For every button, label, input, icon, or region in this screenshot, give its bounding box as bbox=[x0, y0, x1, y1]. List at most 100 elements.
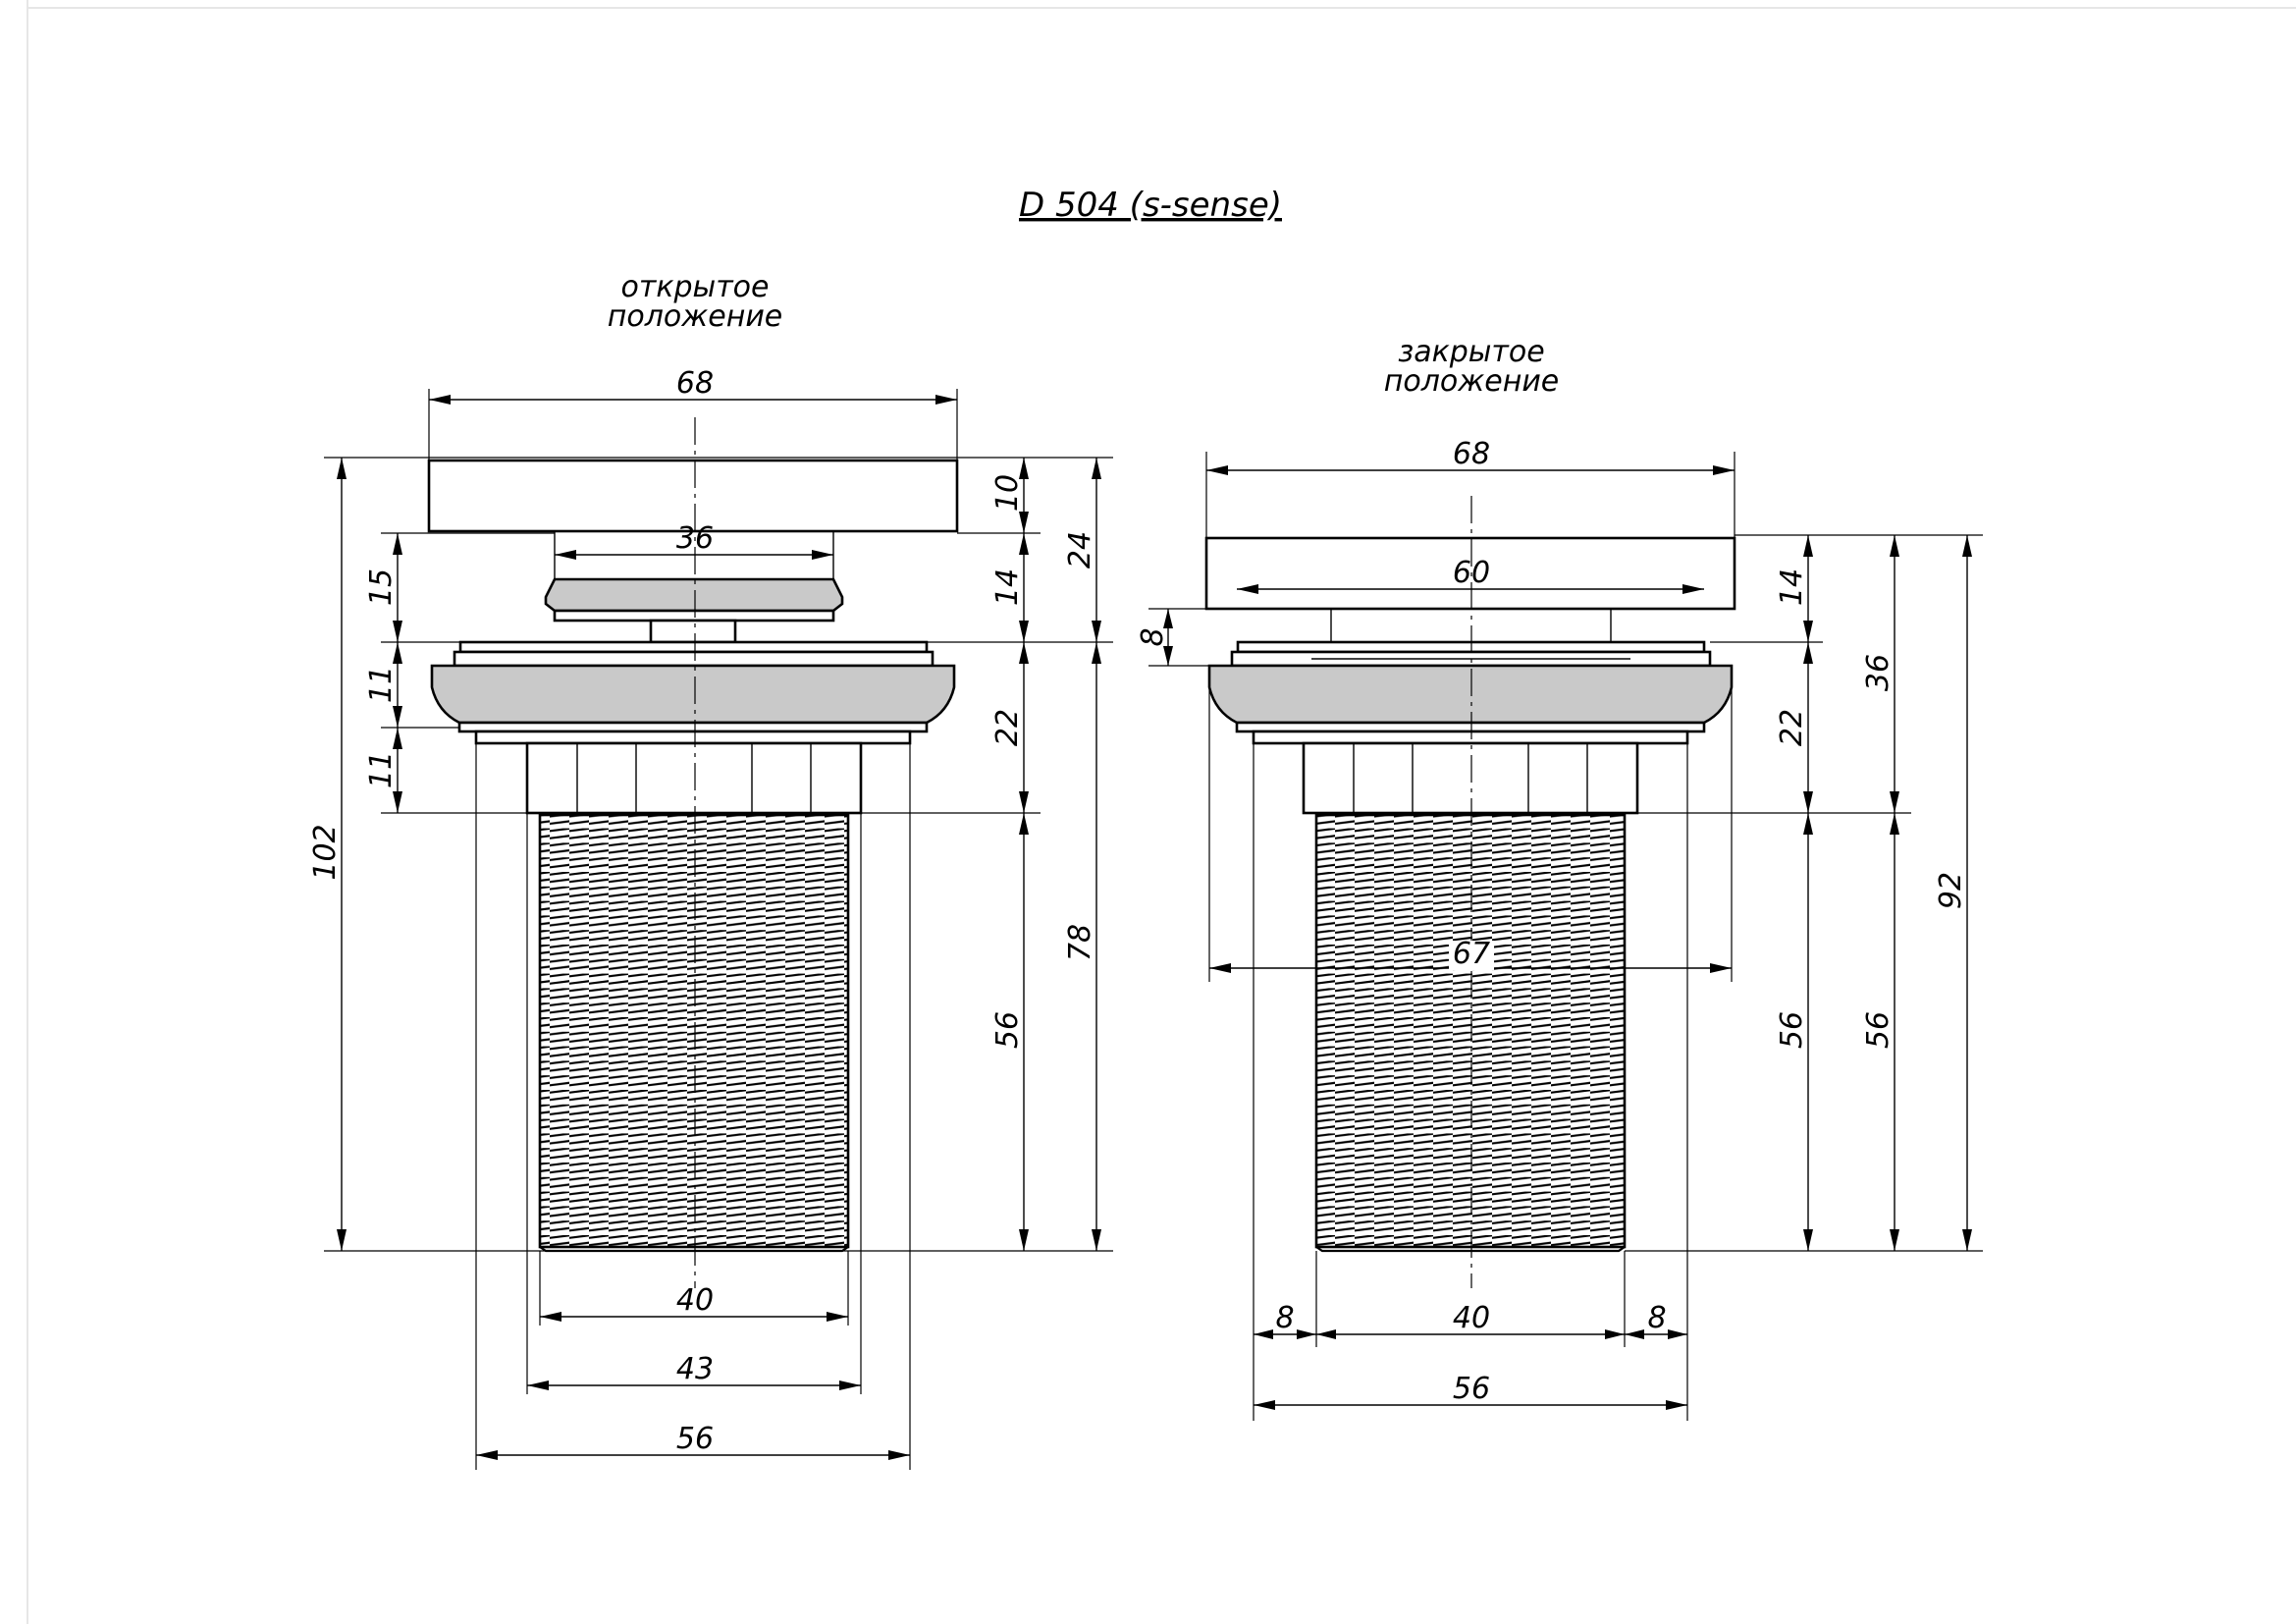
closed-dim-67-background bbox=[1449, 941, 1494, 970]
open-arrow bbox=[429, 395, 451, 405]
open-dim-cap-height: 10 bbox=[990, 474, 1025, 512]
closed-lower-ring bbox=[1235, 721, 1706, 733]
closed-dim-thread-height-1: 56 bbox=[1775, 1011, 1809, 1049]
closed-nut bbox=[1302, 741, 1639, 815]
open-flange-ring bbox=[453, 650, 934, 668]
closed-arrow bbox=[1297, 1329, 1316, 1339]
closed-arrow bbox=[1803, 621, 1813, 642]
open-flange-ring bbox=[458, 640, 929, 654]
closed-arrow bbox=[1803, 813, 1813, 835]
closed-arrow bbox=[1682, 584, 1704, 594]
open-view-label-line1: открытое bbox=[621, 270, 770, 304]
open-dim-flange-height-2: 11 bbox=[364, 751, 399, 788]
open-arrow bbox=[812, 550, 833, 560]
open-cap bbox=[427, 459, 959, 533]
closed-arrow bbox=[1890, 1229, 1899, 1251]
closed-thread-body bbox=[1314, 813, 1627, 1249]
open-dim-thread-height: 56 bbox=[990, 1011, 1025, 1049]
open-arrow bbox=[1092, 1229, 1101, 1251]
open-arrow bbox=[839, 1380, 861, 1390]
open-dim-top-height: 24 bbox=[1063, 531, 1097, 568]
closed-dim-cap-width: 68 bbox=[1453, 437, 1490, 471]
open-dim-thread-dia: 40 bbox=[676, 1283, 714, 1318]
open-arrow bbox=[1019, 458, 1029, 479]
closed-dim-plug-gap: 8 bbox=[1136, 627, 1170, 646]
closed-position-view: закрытое положение bbox=[1136, 335, 1983, 1421]
open-arrow bbox=[888, 1450, 910, 1460]
open-dim-flange-total: 22 bbox=[990, 709, 1025, 746]
open-arrow bbox=[1019, 1229, 1029, 1251]
closed-dim-bottom-dia: 56 bbox=[1453, 1372, 1490, 1406]
open-nut bbox=[525, 741, 863, 815]
closed-arrow bbox=[1666, 1400, 1687, 1410]
open-dim-nut-dia: 43 bbox=[676, 1352, 714, 1386]
open-arrow bbox=[527, 1380, 549, 1390]
closed-dim-flange-total: 22 bbox=[1775, 709, 1809, 746]
open-position-view: открытое положение bbox=[308, 270, 1113, 1470]
closed-arrow bbox=[1890, 813, 1899, 835]
closed-view-label-line1: закрытое bbox=[1398, 335, 1544, 369]
open-arrow bbox=[393, 533, 402, 555]
closed-arrow bbox=[1209, 963, 1231, 973]
open-seal-base bbox=[553, 609, 835, 623]
closed-arrow bbox=[1254, 1400, 1275, 1410]
closed-arrow bbox=[1803, 1229, 1813, 1251]
closed-arrow bbox=[1163, 646, 1173, 666]
open-arrow bbox=[1019, 642, 1029, 664]
closed-flange-dome bbox=[1207, 664, 1734, 725]
open-arrow bbox=[476, 1450, 498, 1460]
open-thread-body bbox=[538, 813, 850, 1249]
closed-view-label-line2: положение bbox=[1384, 364, 1560, 399]
open-lower-ring bbox=[457, 721, 929, 733]
open-arrow bbox=[1092, 458, 1101, 479]
open-arrow bbox=[393, 728, 402, 749]
closed-arrow bbox=[1710, 963, 1732, 973]
open-arrow bbox=[1019, 813, 1029, 835]
open-dim-gap-height: 14 bbox=[990, 568, 1025, 606]
closed-gasket bbox=[1252, 730, 1689, 745]
closed-arrow bbox=[1962, 1229, 1972, 1251]
closed-dim-cap-height: 14 bbox=[1775, 568, 1809, 606]
open-arrow bbox=[1092, 621, 1101, 642]
closed-dim-inner-width: 60 bbox=[1453, 556, 1490, 590]
closed-arrow bbox=[1237, 584, 1258, 594]
open-dim-cap-width: 68 bbox=[676, 366, 714, 401]
open-arrow bbox=[555, 550, 576, 560]
closed-arrow bbox=[1668, 1329, 1687, 1339]
closed-arrow bbox=[1625, 1329, 1644, 1339]
open-dim-plug-travel: 15 bbox=[364, 568, 399, 606]
open-arrow bbox=[827, 1312, 848, 1322]
open-arrow bbox=[393, 791, 402, 813]
closed-arrow bbox=[1316, 1329, 1336, 1339]
drawing-title: D 504 (s-sense) bbox=[1019, 186, 1282, 225]
open-dim-body-height: 78 bbox=[1063, 924, 1097, 961]
closed-dim-thread-height-2: 56 bbox=[1861, 1011, 1896, 1049]
open-arrow bbox=[393, 642, 402, 664]
open-arrow bbox=[393, 706, 402, 728]
open-stem-rod bbox=[649, 619, 737, 644]
closed-arrow bbox=[1163, 609, 1173, 628]
open-arrow bbox=[1019, 533, 1029, 555]
open-arrow bbox=[540, 1312, 561, 1322]
open-dim-total-height: 102 bbox=[308, 824, 343, 880]
closed-dim-side-gap-right: 8 bbox=[1647, 1301, 1666, 1335]
open-arrow bbox=[337, 1229, 347, 1251]
open-arrow bbox=[337, 458, 347, 479]
closed-dim-total-height: 92 bbox=[1934, 872, 1968, 909]
closed-arrow bbox=[1803, 791, 1813, 813]
closed-arrow bbox=[1962, 535, 1972, 557]
open-arrow bbox=[1019, 791, 1029, 813]
open-arrow bbox=[1019, 512, 1029, 533]
open-seal bbox=[544, 577, 844, 613]
open-dim-flange-height-1: 11 bbox=[364, 666, 399, 703]
closed-thread-tip bbox=[1315, 1246, 1626, 1253]
closed-arrow bbox=[1254, 1329, 1273, 1339]
open-dim-stem-width: 36 bbox=[676, 521, 714, 556]
open-dim-bottom-dia: 56 bbox=[676, 1422, 714, 1456]
closed-dim-flange-dia: 67 bbox=[1453, 937, 1490, 971]
open-flange-dome bbox=[430, 664, 956, 725]
closed-arrow bbox=[1206, 465, 1228, 475]
closed-arrow bbox=[1890, 791, 1899, 813]
open-arrow bbox=[1019, 621, 1029, 642]
